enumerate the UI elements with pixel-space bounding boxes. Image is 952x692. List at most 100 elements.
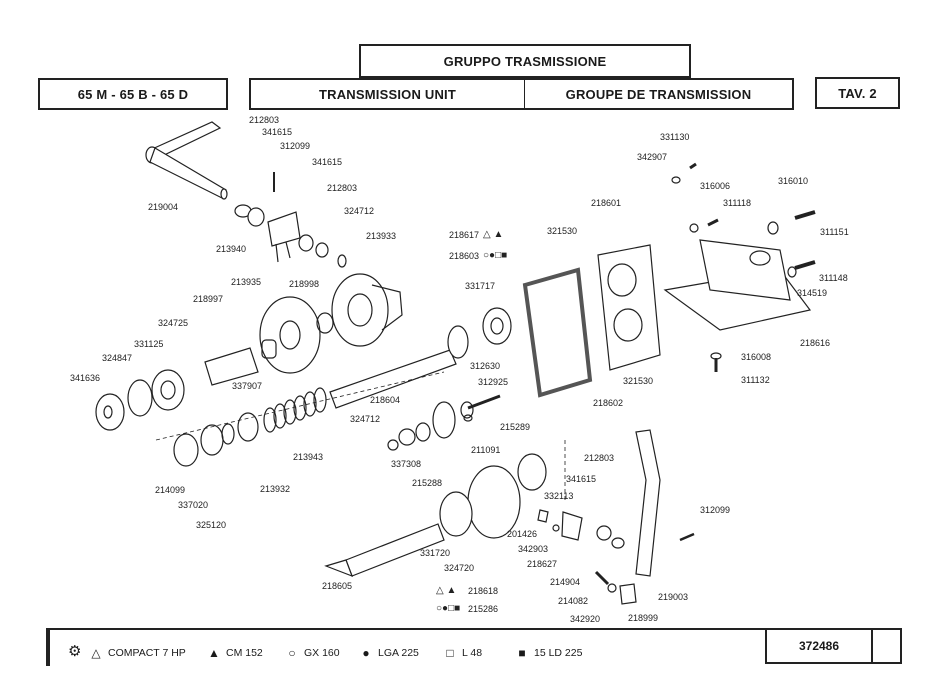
part-number-label: 212803 [249,115,280,125]
title-italian: GRUPPO TRASMISSIONE [359,44,691,78]
part-number-label: 212803 [584,453,615,463]
part-number-label: 311148 [819,273,848,283]
bearing [151,369,185,411]
part-number-label: 213940 [216,244,247,254]
legend-label: CM 152 [226,647,263,659]
table-number: TAV. 2 [815,77,900,109]
part-number-label: 342920 [570,614,601,624]
part-number-label: 341615 [312,157,343,167]
part-number-label: 218627 [527,559,558,569]
part-number-label: 219004 [148,202,179,212]
part-number-label: 312099 [700,505,731,515]
part-number-label: 311151 [820,227,849,237]
plug [619,583,637,605]
main-shaft [329,349,457,409]
part-number-label: 213943 [293,452,324,462]
part-number-label: 214904 [550,577,581,587]
legend-item: △ COMPACT 7 HP [90,646,186,660]
engine-icon: ⚙ [68,643,82,660]
bolt [537,509,549,523]
circlip [221,423,235,445]
bearing [517,453,547,491]
part-number-label: 324712 [344,206,375,216]
part-number-label: 331130 [660,132,690,142]
part-number-label: 218616 [800,338,831,348]
bushing [247,207,265,227]
part-number-label: 201426 [507,529,538,539]
part-number-label: 311132 [741,375,770,385]
part-number-label: 324720 [444,563,475,573]
legend-item: ■ 15 LD 225 [516,646,582,660]
part-number-label: 337907 [232,381,263,391]
part-number-label: 218605 [322,581,353,591]
part-number-label: 218604 [370,395,401,405]
part-number-label: 218998 [289,279,320,289]
footer-border [871,628,902,664]
splined-hub [204,347,259,386]
part-number-label: 324847 [102,353,133,363]
part-number-label: 213933 [366,231,397,241]
part-number-label: 211091 [471,445,501,455]
part-number-label: 215289 [500,422,531,432]
legend-item: □ L 48 [444,646,482,660]
outline-square-icon: □ [446,646,454,660]
title-french: GROUPE DE TRANSMISSION [524,78,794,110]
part-number-label: 213935 [231,277,262,287]
gearbox-cover [597,244,661,371]
variant-marks: ○●□■ [436,603,461,614]
part-number-label: 342907 [637,152,668,162]
legend-label: 15 LD 225 [534,647,583,659]
washer [460,401,474,419]
part-number-label: 212803 [327,183,358,193]
shift-fork [267,211,301,247]
gear-lever [635,429,661,577]
part-number-label: 342903 [518,544,549,554]
footer-border [46,630,50,666]
gear [432,401,456,439]
nut-disc [95,393,125,431]
part-number-label: 218603 [449,251,480,261]
part-number-label: 331717 [465,281,496,291]
part-number-label: 337020 [178,500,209,510]
mounting-bracket [663,239,812,331]
legend-label: COMPACT 7 HP [108,647,186,659]
part-number-label: 311118 [723,198,752,208]
bolt [794,210,816,220]
screw [679,532,695,542]
filled-triangle-icon: ▲ [208,646,220,660]
part-number-label: 316010 [778,176,809,186]
part-number-label: 215288 [412,478,443,488]
bolt [707,218,719,227]
bolt [794,260,816,270]
circlip [337,254,347,268]
clutch-drum [259,296,321,374]
part-number-label: 341615 [262,127,293,137]
drawing-code: 372486 [765,628,873,664]
part-number-label: 218601 [591,198,622,208]
washer [611,537,625,549]
shift-lever-shaft [145,121,228,200]
part-number-label: 314519 [797,288,828,298]
selector [561,511,583,541]
washer [315,242,329,258]
filled-square-icon: ■ [518,646,526,660]
footer-legend: ⚙ △ COMPACT 7 HP ▲ CM 152 ○ GX 160 ● LGA… [46,628,902,666]
gear [447,325,469,359]
part-number-label: 312099 [280,141,311,151]
outline-circle-icon: ○ [288,646,296,660]
variant-marks: △ ▲ [436,585,457,596]
part-number-label: 218997 [193,294,224,304]
washer [173,433,199,467]
crown-gear [467,465,521,539]
washer [689,223,699,233]
title-english: TRANSMISSION UNIT [249,78,525,110]
bushing [261,339,277,359]
part-number-label: 331125 [134,339,164,349]
legend-item: ▲ CM 152 [208,646,263,660]
part-number-label: 218602 [593,398,624,408]
part-number-label: 332113 [544,491,574,501]
bearing [398,428,416,446]
outline-triangle-icon: △ [91,646,101,660]
washer [316,312,334,334]
